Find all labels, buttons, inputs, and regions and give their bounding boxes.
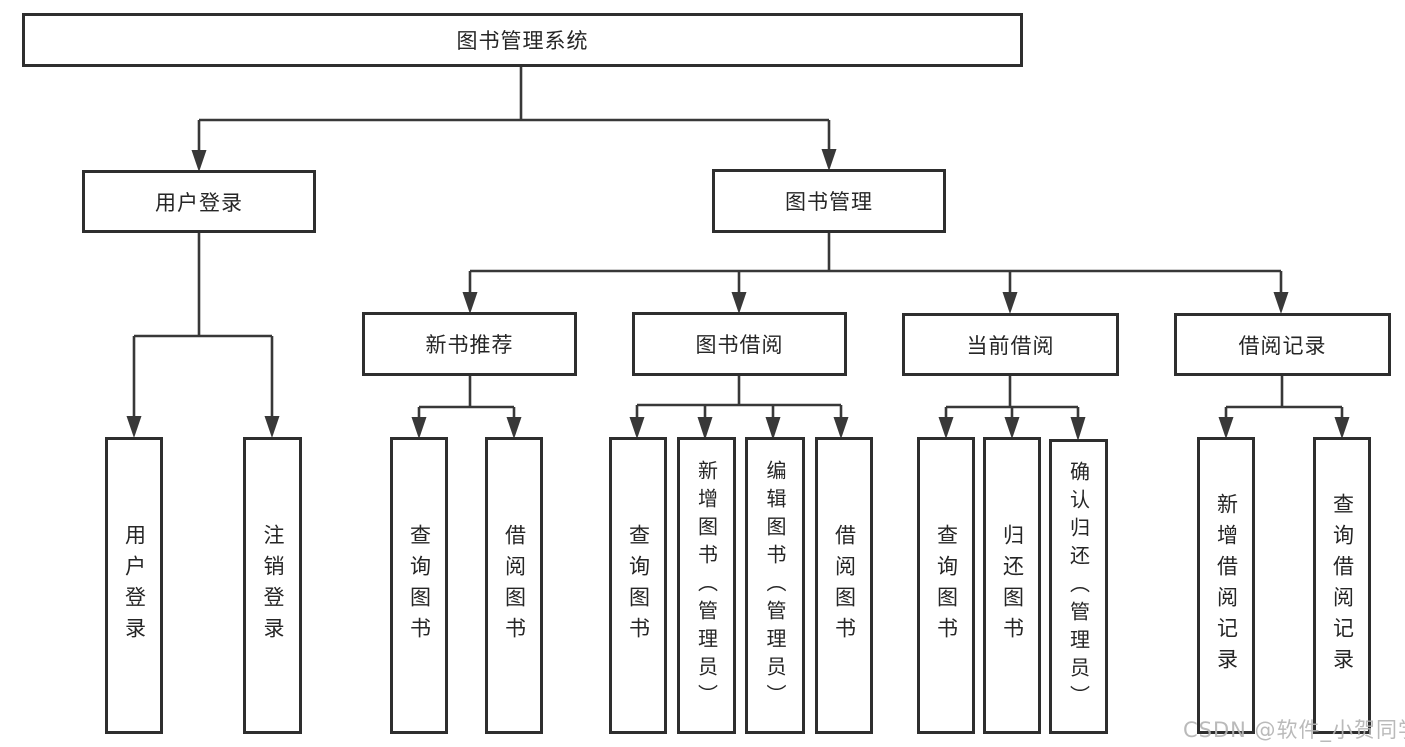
- node-label: 查询图书: [407, 523, 432, 648]
- node-leaf-borrow-book-2: 借阅图书: [815, 437, 873, 734]
- arrowheads: [126, 149, 1350, 441]
- node-leaf-query-book-2: 查询图书: [609, 437, 667, 734]
- node-leaf-query-borrow-record: 查询借阅记录: [1313, 437, 1371, 734]
- node-root-system: 图书管理系统: [22, 13, 1023, 67]
- arrow-down-icon: [697, 417, 713, 440]
- arrow-down-icon: [462, 292, 478, 314]
- arrow-down-icon: [1334, 417, 1350, 439]
- node-label: 归还图书: [1000, 523, 1025, 648]
- node-label: 新书推荐: [425, 333, 514, 357]
- csdn-watermark: CSDN @软件_小贺同学: [1183, 718, 1405, 742]
- node-label: 借阅图书: [502, 523, 527, 648]
- node-leaf-add-book-admin: 新增图书（管理员）: [677, 437, 736, 734]
- node-current-borrow: 当前借阅: [902, 313, 1119, 376]
- node-leaf-return-book: 归还图书: [983, 437, 1041, 734]
- arrow-down-icon: [731, 292, 747, 314]
- node-label: 查询图书: [626, 523, 651, 648]
- arrow-down-icon: [191, 150, 207, 172]
- node-leaf-user-login: 用户登录: [105, 437, 163, 734]
- node-book-borrow: 图书借阅: [632, 312, 847, 376]
- arrow-down-icon: [1273, 292, 1289, 314]
- arrow-down-icon: [264, 416, 280, 438]
- arrow-down-icon: [765, 417, 781, 440]
- node-user-login: 用户登录: [82, 170, 316, 233]
- node-leaf-query-book-3: 查询图书: [917, 437, 975, 734]
- node-label: 新增图书（管理员）: [694, 459, 719, 712]
- node-label: 编辑图书（管理员）: [763, 459, 787, 712]
- arrow-down-icon: [126, 416, 142, 438]
- arrow-down-icon: [938, 417, 954, 439]
- node-label: 借阅图书: [832, 523, 857, 648]
- arrow-down-icon: [506, 417, 522, 439]
- arrow-down-icon: [1004, 417, 1020, 439]
- node-label: 当前借阅: [966, 333, 1055, 358]
- arrow-down-icon: [629, 417, 645, 439]
- node-leaf-borrow-book-1: 借阅图书: [485, 437, 543, 734]
- node-leaf-logout: 注销登录: [243, 437, 302, 734]
- node-label: 用户登录: [122, 523, 147, 648]
- node-label: 查询借阅记录: [1330, 492, 1355, 679]
- node-leaf-confirm-return-admin: 确认归还（管理员）: [1049, 439, 1108, 734]
- node-borrow-record: 借阅记录: [1174, 313, 1391, 376]
- node-leaf-add-borrow-record: 新增借阅记录: [1197, 437, 1255, 734]
- node-label: 借阅记录: [1238, 333, 1327, 358]
- node-label: 注销登录: [261, 523, 285, 648]
- node-book-management: 图书管理: [712, 169, 946, 233]
- node-label: 新增借阅记录: [1214, 492, 1239, 679]
- node-label: 图书管理: [785, 190, 873, 214]
- node-leaf-edit-book-admin: 编辑图书（管理员）: [745, 437, 805, 734]
- arrow-down-icon: [411, 417, 427, 439]
- arrow-down-icon: [1070, 417, 1086, 441]
- node-label: 确认归还（管理员）: [1066, 460, 1091, 713]
- arrow-down-icon: [1002, 292, 1018, 314]
- node-label: 图书管理系统: [456, 29, 589, 53]
- arrow-down-icon: [821, 149, 837, 171]
- node-label: 图书借阅: [695, 333, 784, 357]
- node-leaf-query-book-1: 查询图书: [390, 437, 448, 734]
- arrow-down-icon: [1218, 417, 1234, 439]
- node-label: 用户登录: [155, 190, 243, 215]
- node-new-book-recommend: 新书推荐: [362, 312, 577, 376]
- node-label: 查询图书: [934, 523, 959, 648]
- arrow-down-icon: [833, 417, 849, 439]
